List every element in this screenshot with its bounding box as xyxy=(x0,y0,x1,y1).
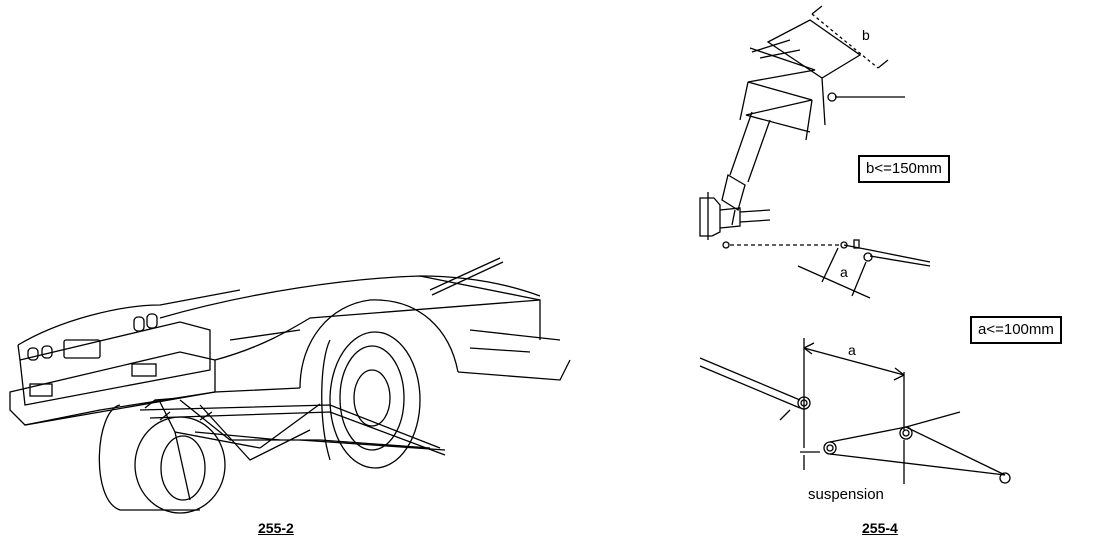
suspension-label: suspension xyxy=(808,486,884,503)
dimension-a-upper-letter: a xyxy=(840,264,848,280)
dimension-b-letter: b xyxy=(862,27,870,43)
b-limit-label: b<=150mm xyxy=(858,155,950,183)
figure-number-left: 255-2 xyxy=(258,520,294,536)
dimension-a-lower-letter: a xyxy=(848,342,856,358)
figure-number-right: 255-4 xyxy=(862,520,898,536)
a-limit-label: a<=100mm xyxy=(970,316,1062,344)
